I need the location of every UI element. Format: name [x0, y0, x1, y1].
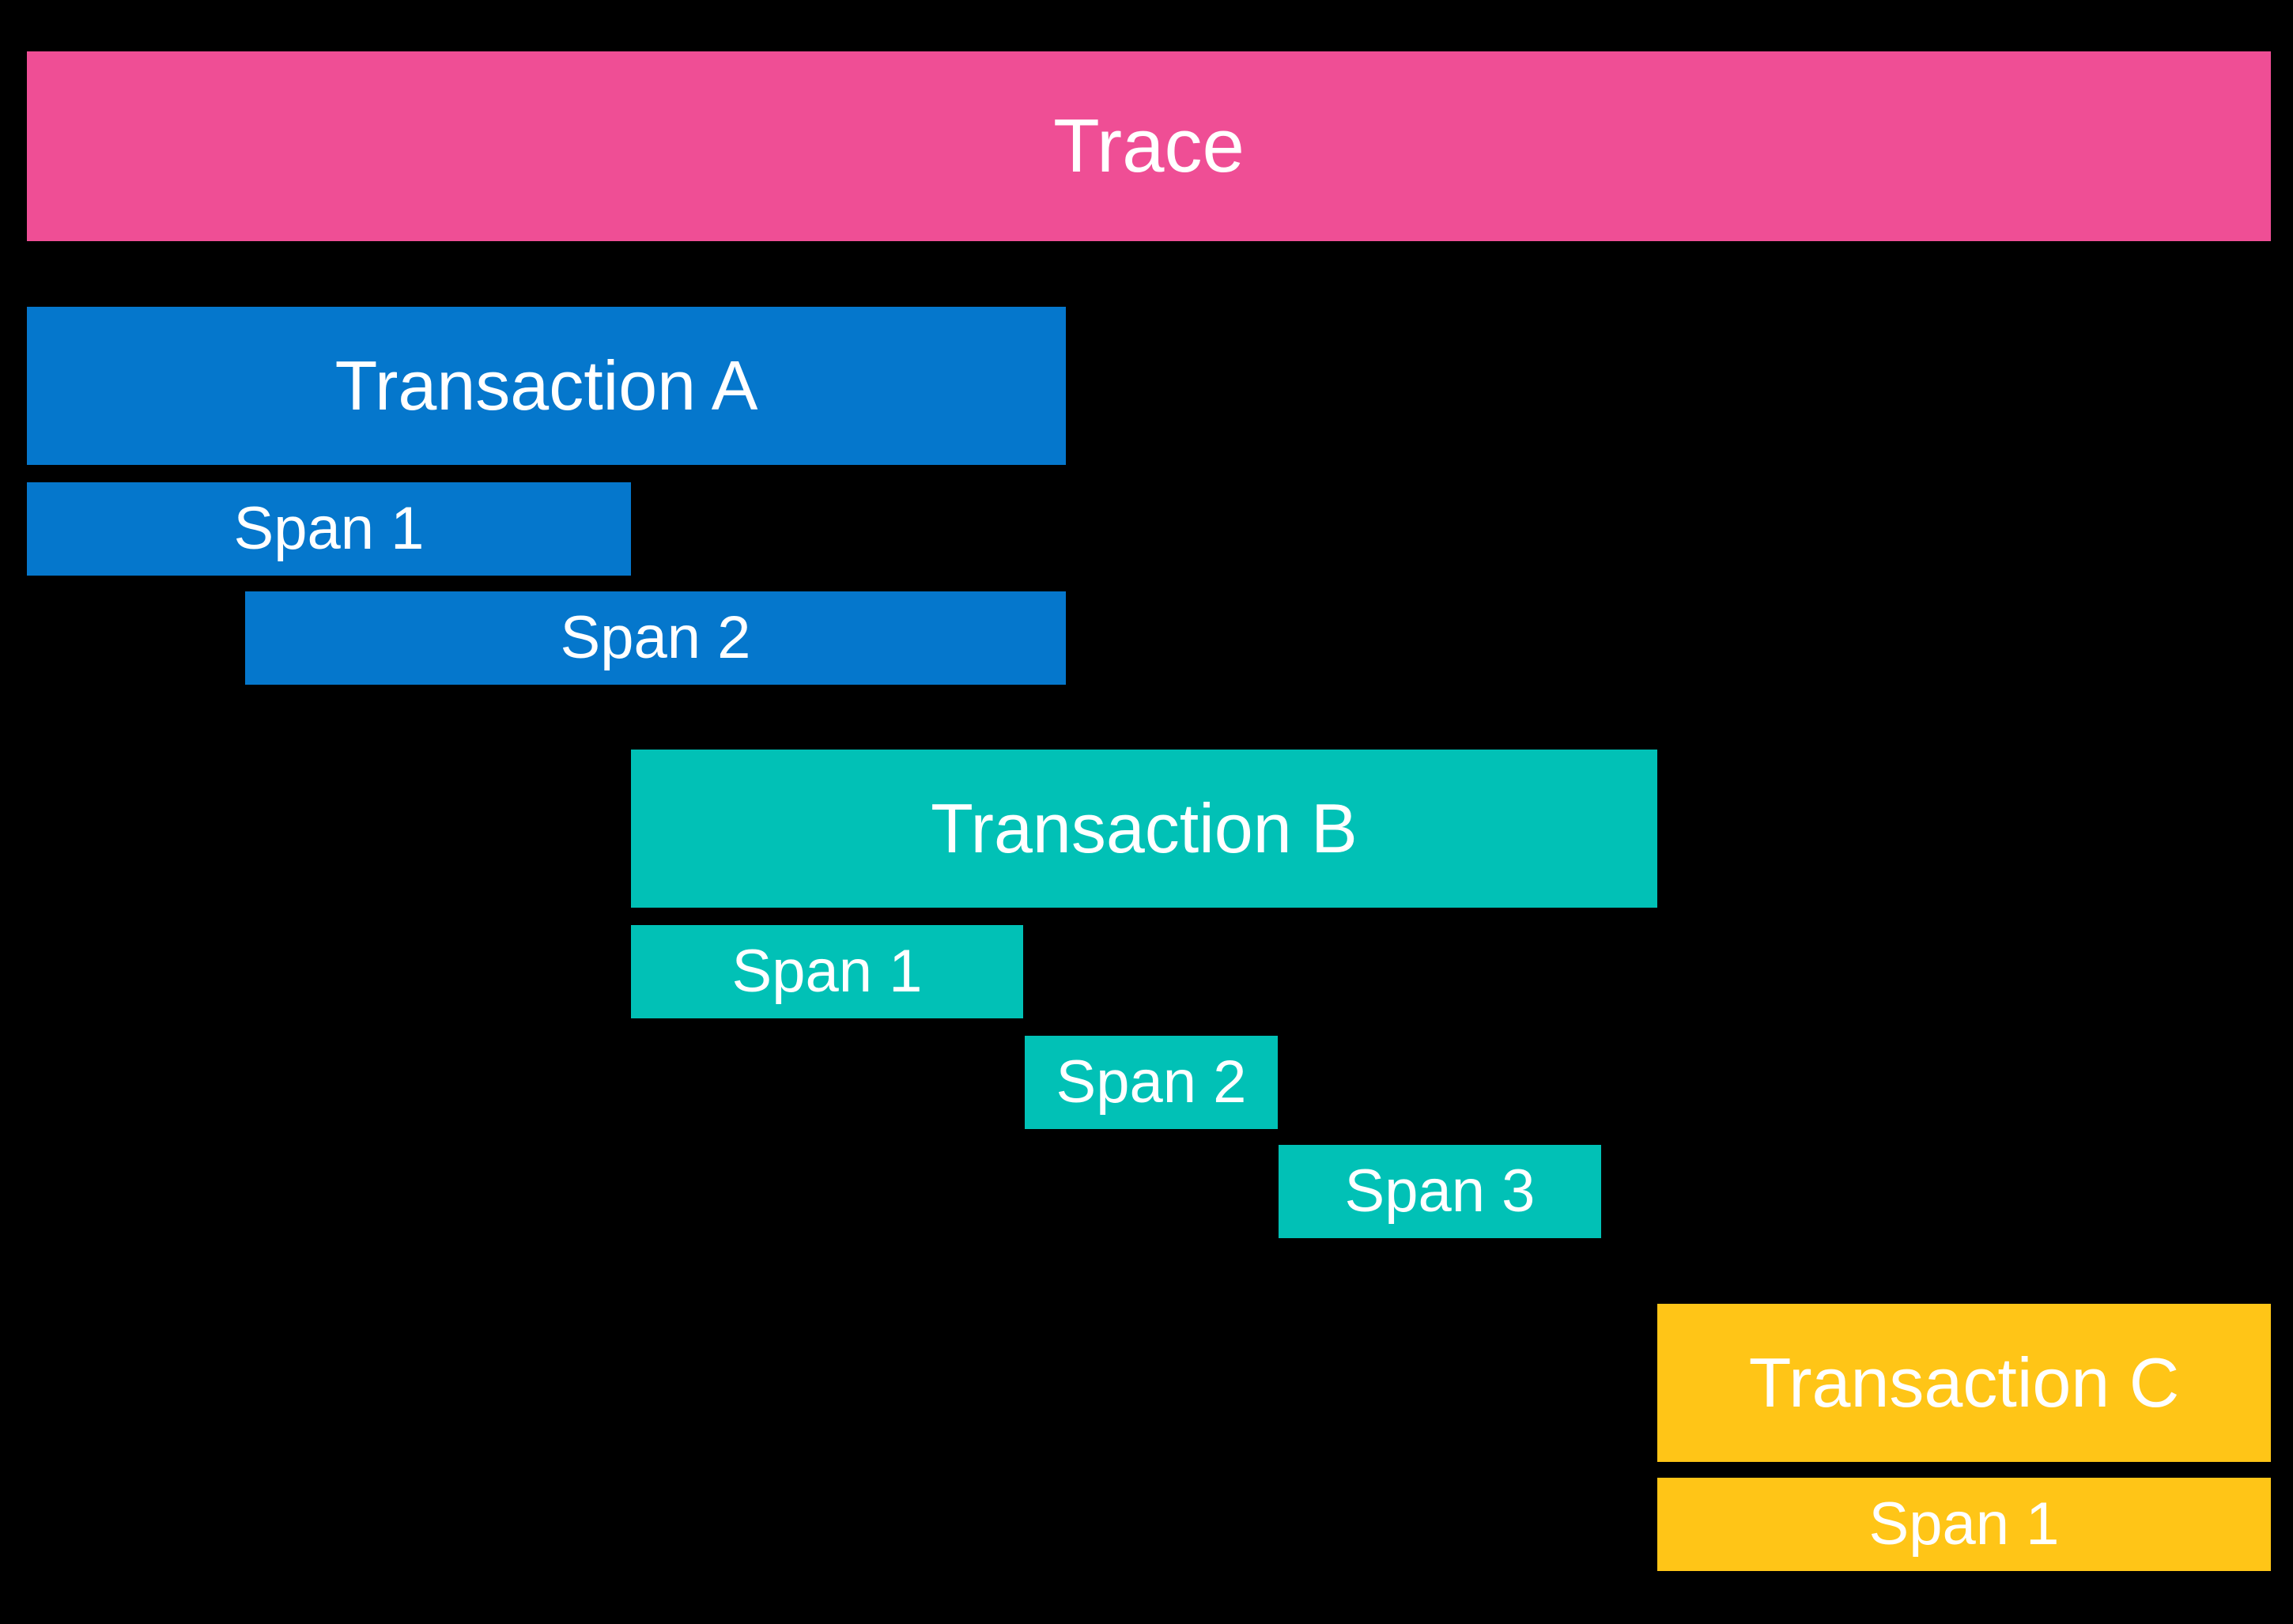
trace-bar[interactable]: Trace: [27, 51, 2271, 241]
transaction-a-bar-label: Transaction A: [334, 346, 758, 425]
transaction-a-span-2[interactable]: Span 2: [245, 591, 1066, 685]
transaction-b-span-2-label: Span 2: [1056, 1048, 1247, 1116]
transaction-a-bar[interactable]: Transaction A: [27, 307, 1066, 465]
transaction-c-bar[interactable]: Transaction C: [1657, 1304, 2271, 1462]
transaction-c-span-1[interactable]: Span 1: [1657, 1478, 2271, 1571]
transaction-a-span-1[interactable]: Span 1: [27, 482, 631, 576]
transaction-c-span-1-label: Span 1: [1868, 1490, 2060, 1558]
transaction-b-span-1[interactable]: Span 1: [631, 925, 1023, 1018]
transaction-b-span-3-label: Span 3: [1344, 1158, 1536, 1225]
transaction-b-bar-label: Transaction B: [931, 789, 1358, 867]
transaction-b-bar[interactable]: Transaction B: [631, 750, 1657, 908]
transaction-a-span-2-label: Span 2: [560, 604, 751, 671]
transaction-b-span-3[interactable]: Span 3: [1279, 1145, 1601, 1238]
trace-bar-label: Trace: [1053, 104, 1245, 188]
transaction-a-span-1-label: Span 1: [233, 495, 425, 562]
transaction-b-span-2[interactable]: Span 2: [1025, 1036, 1278, 1129]
transaction-b-span-1-label: Span 1: [731, 938, 923, 1005]
transaction-c-bar-label: Transaction C: [1748, 1343, 2180, 1422]
